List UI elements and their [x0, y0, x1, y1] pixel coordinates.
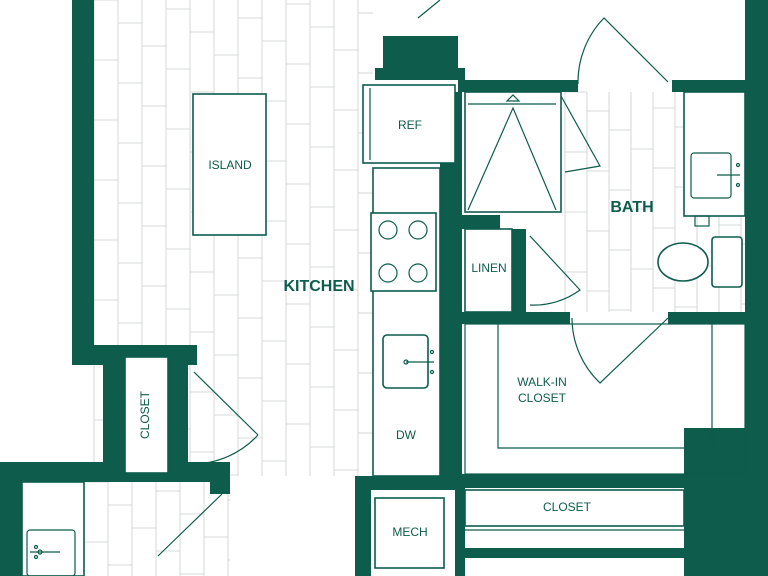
shower-door-icon	[560, 95, 601, 173]
mech-room: MECH	[374, 497, 445, 569]
door-icon	[529, 235, 581, 306]
shower	[464, 91, 601, 213]
burner-icon	[378, 263, 398, 283]
left-closet: CLOSET	[124, 356, 259, 474]
door-icon	[157, 493, 223, 557]
burner-icon	[408, 263, 428, 283]
kitchen-label: KITCHEN	[283, 278, 354, 295]
walkin-label-line1: WALK-IN	[517, 375, 567, 389]
door-icon	[571, 317, 669, 384]
linen-closet: LINEN	[464, 228, 581, 313]
door-icon	[193, 371, 259, 436]
door-icon	[417, 0, 441, 19]
stove	[370, 212, 437, 292]
island: ISLAND	[192, 93, 267, 236]
dw-label: DW	[396, 428, 417, 442]
refrigerator: REF	[362, 84, 456, 164]
toilet	[657, 236, 743, 288]
closet-bottom-label: CLOSET	[543, 500, 592, 514]
walkin-label-line2: CLOSET	[518, 391, 567, 405]
ref-label: REF	[398, 118, 422, 132]
bath-door	[577, 17, 669, 85]
burner-icon	[408, 220, 428, 240]
island-label: ISLAND	[208, 158, 252, 172]
mech-label: MECH	[392, 525, 427, 539]
walk-in-closet: WALK-IN CLOSET	[464, 317, 746, 475]
bottom-closet: CLOSET	[464, 489, 685, 531]
lower-room-floor-planks	[83, 481, 230, 576]
kitchen-sink	[382, 334, 435, 389]
closet-left-label: CLOSET	[138, 390, 152, 439]
vanity	[683, 91, 746, 227]
linen-label: LINEN	[471, 261, 506, 275]
lower-left-vanity	[21, 481, 223, 576]
burner-icon	[378, 220, 398, 240]
bath-label: BATH	[610, 199, 653, 216]
